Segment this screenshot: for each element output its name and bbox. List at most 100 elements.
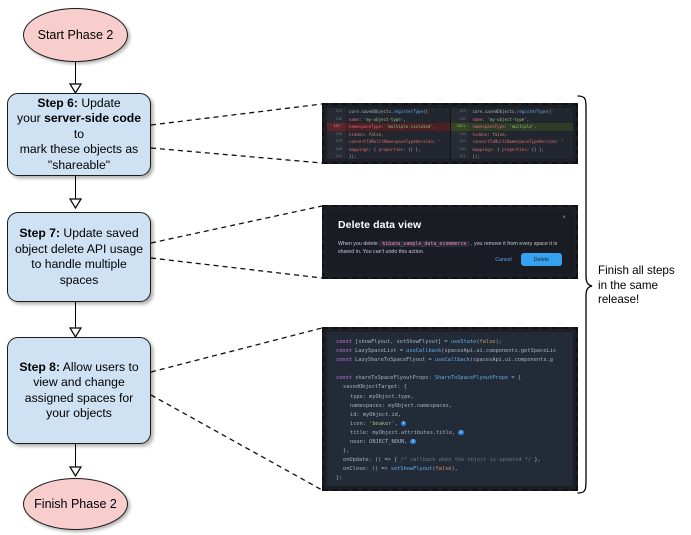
- code-line: onClose: () => setShowFlyout(false),: [343, 466, 458, 473]
- code-line: id: myObject.id,: [350, 411, 402, 418]
- diff-line: 139 convertToMultiNamespaceTypeVersion: …: [450, 138, 574, 146]
- close-icon[interactable]: ×: [562, 215, 566, 221]
- diff-line: 140 mappings: { properties: {} },: [450, 145, 574, 153]
- diff-line-code: });: [349, 154, 357, 159]
- finish-node-label: Finish Phase 2: [34, 497, 117, 511]
- dialog-title: Delete data view: [338, 219, 422, 231]
- diff-line-number: 140: [450, 145, 469, 153]
- callout-badge: 1: [400, 420, 407, 427]
- arrowhead-step8: [69, 327, 82, 338]
- diff-line-code: namespaceType: 'multiple',: [472, 124, 537, 129]
- start-node-label: Start Phase 2: [37, 28, 114, 42]
- code-line: };: [336, 475, 343, 482]
- step-7-box[interactable]: Step 7: Update saved object delete API u…: [7, 212, 151, 302]
- dialog-body: When you delete kibana_sample_data_ecomm…: [338, 240, 562, 256]
- diff-line: 136 name: 'my-object-type',: [327, 115, 450, 123]
- diff-line: 137- namespaceType: 'multiple-isolated',: [327, 123, 450, 131]
- diff-line-number: 138: [450, 130, 469, 138]
- dialog-body-code: kibana_sample_data_ecommerce: [379, 241, 470, 247]
- side-note-line1: Finish all steps: [598, 264, 675, 277]
- diff-line-number: 135: [450, 108, 469, 116]
- arrow-step8-to-finish: [75, 444, 76, 468]
- code-line: title: myObject.attributes.title,2: [350, 429, 464, 436]
- step-8-line3: assigned spaces for: [24, 390, 134, 405]
- arrowhead-step7: [69, 198, 82, 209]
- step-6-line4: "shareable": [47, 157, 111, 172]
- code-pane: const [showFlyout, setShowFlyout] = useS…: [327, 332, 573, 486]
- code-line: savedObjectTarget: {: [343, 384, 407, 391]
- step-7-line2: object delete API usage: [14, 241, 144, 256]
- dialog-body-pre: When you delete: [338, 241, 380, 247]
- diff-line: 136 name: 'my-object-type',: [450, 115, 574, 123]
- diff-pane-before: 135 core.savedObjects.registerType({136 n…: [327, 108, 450, 159]
- step-7-line1: Update saved: [60, 226, 139, 240]
- diff-line-number: 141: [327, 153, 345, 159]
- diff-line: 138 hidden: false,: [450, 130, 574, 138]
- side-note: Finish all steps in the same release!: [598, 264, 690, 308]
- step-6-box[interactable]: Step 6: Update your server-side code to …: [7, 93, 151, 176]
- code-line: const LazySpaceList = useCallback(spaces…: [336, 348, 557, 355]
- diff-line-code: convertToMultiNamespaceTypeVersion: ': [349, 139, 441, 144]
- step-6-line2-pre: your: [17, 111, 45, 126]
- dialog-footer: Cancel Delete: [495, 253, 562, 266]
- diff-line-code: convertToMultiNamespaceTypeVersion: ': [472, 139, 564, 144]
- diff-line: 141});: [327, 153, 450, 159]
- arrowhead-step6: [69, 83, 82, 94]
- callout-badge: 2: [458, 429, 464, 436]
- delete-button[interactable]: Delete: [520, 253, 562, 266]
- screenshot-flyout-code[interactable]: const [showFlyout, setShowFlyout] = useS…: [322, 327, 578, 491]
- diff-line-number: 137-: [327, 123, 345, 131]
- diff-line-number: 135: [327, 108, 345, 116]
- diff-line-code: hidden: false,: [472, 131, 508, 137]
- diff-line: 138 hidden: false,: [327, 130, 450, 138]
- diff-line-code: hidden: false,: [349, 131, 384, 137]
- side-note-line3: release!: [598, 293, 640, 306]
- code-line: onUpdate: () => { /* callback when the o…: [343, 457, 541, 464]
- step-8-box[interactable]: Step 8: Allow users to view and change a…: [7, 337, 151, 444]
- code-line: },: [343, 448, 350, 455]
- step-6-line1: Update: [77, 95, 121, 110]
- arrowhead-finish: [69, 466, 82, 477]
- diff-line-number: 141: [450, 153, 469, 159]
- diff-line-code: mappings: { properties: {} },: [349, 146, 421, 152]
- step-7-line3: to handle multiple spaces: [31, 257, 127, 287]
- diff-line: 141});: [450, 153, 574, 159]
- cancel-button[interactable]: Cancel: [495, 256, 512, 263]
- code-line: noun: OBJECT_NOUN,3: [350, 438, 416, 446]
- side-note-line2: in the same: [598, 278, 658, 292]
- diff-line-number: 138: [327, 130, 345, 138]
- diff-line-number: 139: [327, 138, 345, 146]
- diff-line-number: 140: [327, 145, 345, 153]
- arrow-step6-to-step7: [75, 176, 76, 200]
- callout-badge: 3: [410, 438, 416, 445]
- diff-line-code: name: 'my-object-type',: [349, 116, 406, 122]
- code-line: [327, 365, 573, 374]
- diff-line-code: });: [472, 154, 480, 159]
- diff-line: 137+ namespaceType: 'multiple',: [450, 123, 573, 131]
- code-line: const shareToSpaceFlyoutProps: ShareToSp…: [336, 375, 521, 382]
- step-8-line1: Allow users to: [60, 359, 139, 374]
- step-6-prefix: Step 6:: [37, 95, 78, 110]
- diff-line-number: 136: [450, 115, 469, 123]
- diff-line-code: name: 'my-object-type',: [472, 116, 530, 122]
- step-6-line2-post: to: [73, 126, 85, 141]
- step-8-prefix: Step 8:: [19, 359, 61, 374]
- code-line: icon: 'beaker',1: [350, 420, 407, 427]
- diff-line-number: 137+: [450, 123, 469, 131]
- diff-line: 139 convertToMultiNamespaceTypeVersion: …: [327, 138, 450, 146]
- finish-node[interactable]: Finish Phase 2: [23, 478, 128, 530]
- code-line: const [showFlyout, setShowFlyout] = useS…: [336, 339, 502, 345]
- diff-line-number: 139: [450, 138, 469, 146]
- dialog-body-post: , you remove it from every space it is s…: [338, 241, 558, 255]
- diff-line-code: namespaceType: 'multiple-isolated',: [349, 124, 436, 129]
- code-line: const LazyShareToSpaceFlyout = useCallba…: [336, 357, 553, 364]
- start-node[interactable]: Start Phase 2: [23, 8, 128, 62]
- code-line: type: myObject.type,: [350, 393, 414, 400]
- diff-line-code: core.savedObjects.registerType({: [349, 109, 428, 114]
- screenshot-delete-dialog[interactable]: × Delete data view When you delete kiban…: [322, 205, 578, 279]
- diff-line-code: core.savedObjects.registerType({: [472, 109, 552, 114]
